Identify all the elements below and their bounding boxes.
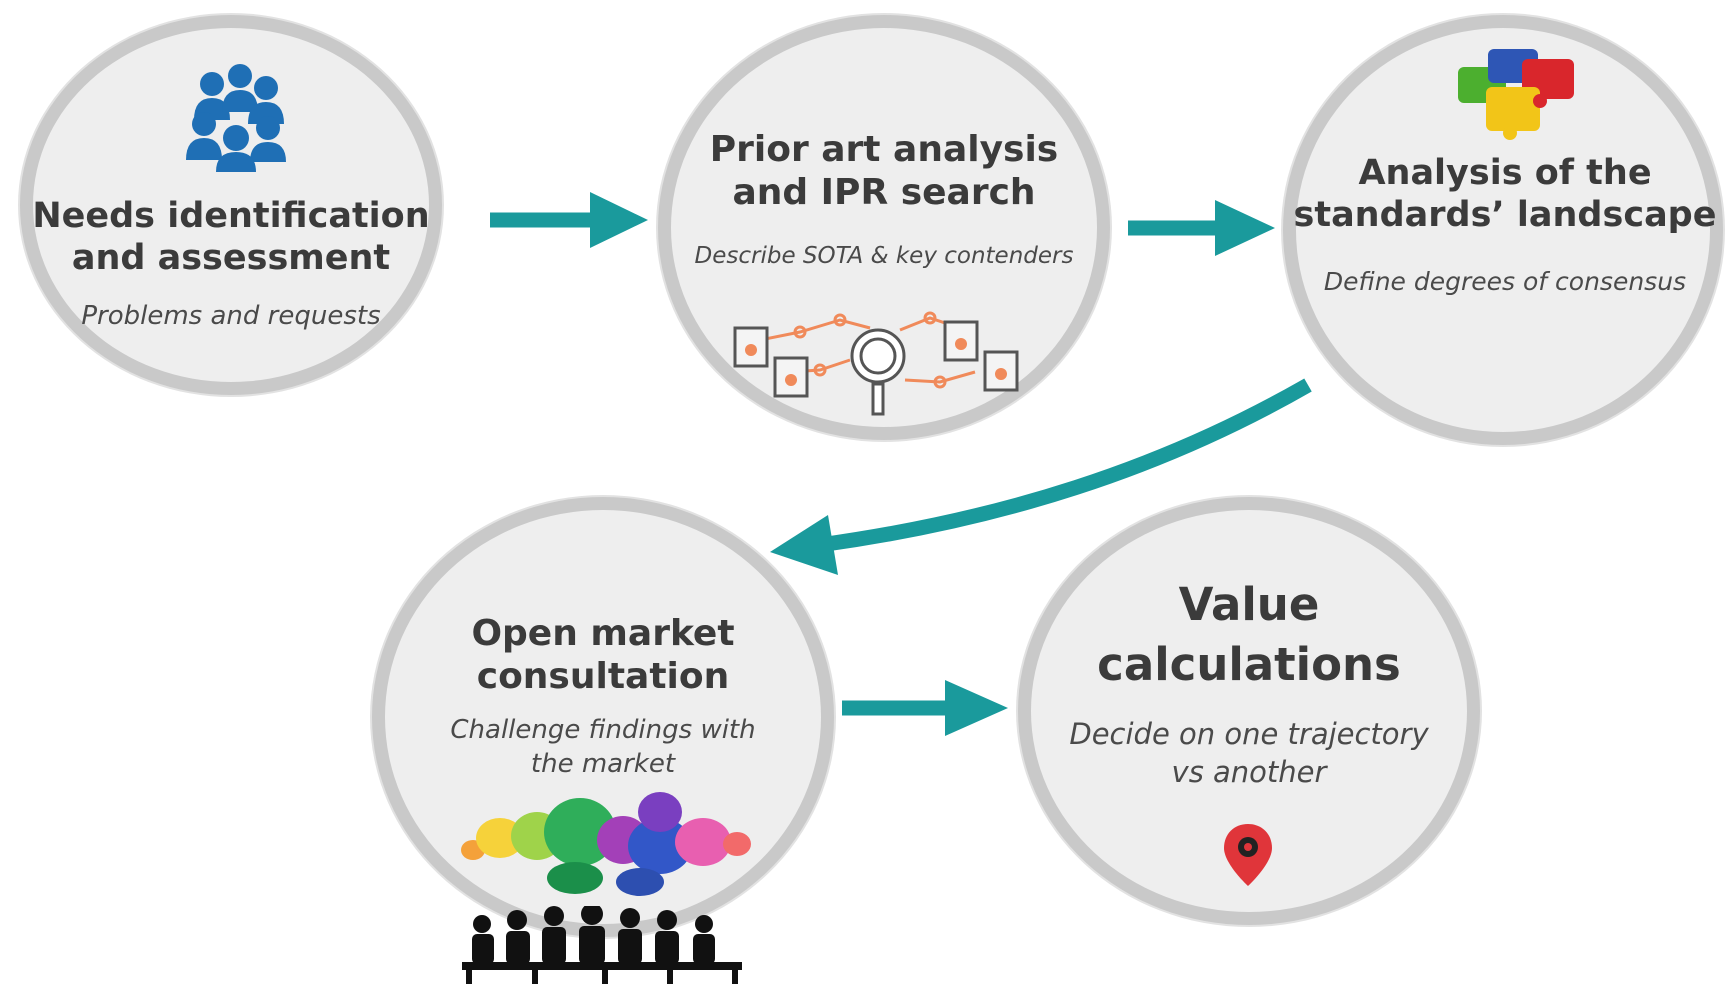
step-4-title-line1: Open market: [471, 613, 735, 654]
step-2-title: Prior art analysis and IPR search: [665, 128, 1103, 214]
map-pin-icon: [1224, 824, 1272, 886]
step-2-title-line1: Prior art analysis: [709, 129, 1059, 170]
step-3-title: Analysis of the standards’ landscape: [1288, 152, 1722, 236]
step-2-title-line2: and IPR search: [732, 172, 1036, 214]
puzzle-icon: [1458, 49, 1574, 140]
step-4-title: Open market consultation: [380, 612, 826, 698]
step-4-title-line2: consultation: [476, 656, 730, 698]
speech-bubbles-icon: [461, 792, 751, 896]
arrow-4-to-5: [842, 680, 1008, 736]
audience-silhouette-icon: [462, 906, 742, 984]
search-network-icon: [733, 311, 1019, 416]
step-1-title-line2: and assessment: [71, 238, 391, 278]
step-4-subtitle-line1: Challenge findings with: [450, 715, 756, 745]
step-4-subtitle-line2: the market: [530, 748, 676, 779]
step-3-title-line1: Analysis of the: [1358, 153, 1652, 193]
step-1-title-line1: Needs identification: [32, 196, 430, 236]
step-3-title-line2: standards’ landscape: [1293, 195, 1717, 235]
arrow-1-to-2: [490, 192, 648, 248]
step-1-title: Needs identification and assessment: [30, 195, 432, 279]
step-5-title: Value calculations: [1030, 578, 1468, 692]
step-5-subtitle-line1: Decide on one trajectory: [1069, 717, 1429, 751]
step-5-subtitle: Decide on one trajectory vs another: [1030, 716, 1468, 791]
arrow-2-to-3: [1128, 200, 1275, 256]
step-2-subtitle: Describe SOTA & key contenders: [694, 243, 1074, 269]
step-3-subtitle: Define degrees of consensus: [1323, 267, 1687, 296]
arrow-3-to-4: [770, 378, 1312, 575]
step-5-title-line1: Value: [1178, 578, 1320, 631]
step-4-subtitle: Challenge findings with the market: [380, 714, 826, 782]
step-5-subtitle-line2: vs another: [1171, 754, 1327, 789]
step-5-title-line2: calculations: [1097, 638, 1401, 691]
people-group-icon: [186, 64, 286, 172]
step-1-subtitle: Problems and requests: [81, 301, 381, 331]
